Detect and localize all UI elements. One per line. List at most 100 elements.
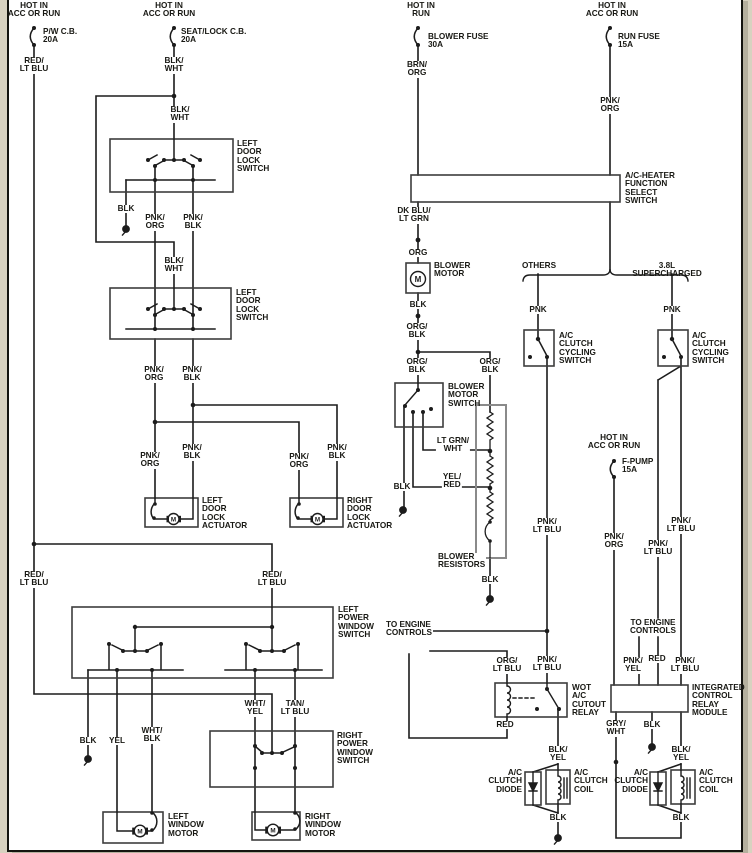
junction-dot [421,410,425,414]
junction-dot [32,26,36,30]
junction-dot [416,26,420,30]
junction-dot [253,766,257,770]
fuse-icon [605,26,612,47]
ac-heater-function-select-switch-box [410,174,621,203]
junction-dot [608,43,612,47]
junction-dots [31,26,683,832]
fuse-icon [413,26,420,47]
blower-motor-switch-internals [403,382,420,407]
integrated-control-relay-module-box [610,684,689,713]
junction-dot [415,313,421,319]
junction-dot [198,307,202,311]
junction-dot [150,811,154,815]
motor-icon: M [132,824,148,838]
junction-dot [153,327,157,331]
junction-dot [244,642,248,646]
junction-dot [415,237,421,243]
junction-dot [31,541,37,547]
junction-dot [293,744,297,748]
junction-dot [415,349,421,355]
junction-dot [253,744,257,748]
junction-dot [488,520,492,524]
junction-dot [535,336,541,342]
wire-paths-center [403,44,491,597]
circuit-breaker-icon [29,26,36,47]
junction-dot [293,827,297,831]
junction-dot [269,624,275,630]
junction-dot [416,43,420,47]
junction-dot [121,649,125,653]
junction-dot [191,327,195,331]
junction-dot [270,751,274,755]
junction-dot [146,307,150,311]
junction-dot [545,355,549,359]
junction-dot [172,26,176,30]
ground-icon [647,743,656,754]
left-power-window-switch-internals [87,606,323,671]
junction-dot [296,516,300,520]
right-door-lock-actuator-box [289,497,344,528]
junction-dot [416,388,420,392]
junction-dot [150,668,154,672]
wot-ac-cutout-relay-box [494,682,568,718]
junction-dot [411,410,415,414]
left-door-lock-switch-2-box [109,287,232,340]
junction-dot [429,407,433,411]
ac-clutch-cycling-switch-1-box [523,329,555,367]
junction-dot [293,811,297,815]
junction-dot [146,158,150,162]
junction-dot [159,642,163,646]
wires [33,44,683,839]
blower-motor-switch-box [394,382,444,428]
ac-clutch-coil-2-box [670,769,696,805]
junction-dot [191,178,195,182]
branch-bracket [522,268,689,282]
junction-dot [293,668,297,672]
svg-text:M: M [137,829,142,836]
junction-dot [608,26,612,30]
svg-text:M: M [315,517,320,524]
junction-dot [679,355,683,359]
junction-dot [191,313,195,317]
circuit-breaker-icon [169,26,176,47]
junction-dot [545,687,549,691]
left-door-lock-switch-1-box [109,138,234,193]
ac-clutch-cycling-switch-internals [536,337,683,358]
junction-dot [171,93,177,99]
junction-dot [145,649,149,653]
junction-dot [162,307,166,311]
ac-clutch-coil-internals [557,769,691,805]
blower-resistors-box [475,404,507,559]
blower-motor-box [405,262,431,294]
svg-text:M: M [171,517,176,524]
junction-dot [153,502,157,506]
junction-dot [150,828,154,832]
ground-icon [83,755,92,766]
junction-dot [487,448,493,454]
junction-dot [282,649,286,653]
junction-dot [260,751,264,755]
junction-dot [544,628,550,634]
junction-dot [535,707,539,711]
junction-dot [669,336,675,342]
junction-dot [172,158,176,162]
junction-dot [403,404,407,408]
diagram-panel [7,0,743,852]
junction-dot [253,668,257,672]
door-lock-actuator-internals [150,497,338,521]
junction-dot [172,307,176,311]
component-boxes [71,138,696,844]
junction-dot [613,759,619,765]
junction-dot [153,178,157,182]
ac-clutch-diode-internals [527,771,664,806]
junction-dot [296,642,300,646]
junction-dot [487,485,493,491]
junction-dot [612,475,616,479]
brace-icon [522,268,689,282]
junction-dot [191,164,195,168]
junction-dot [133,649,137,653]
left-door-lock-actuator-box [144,497,199,528]
junction-dot [182,158,186,162]
junction-dot [612,459,616,463]
